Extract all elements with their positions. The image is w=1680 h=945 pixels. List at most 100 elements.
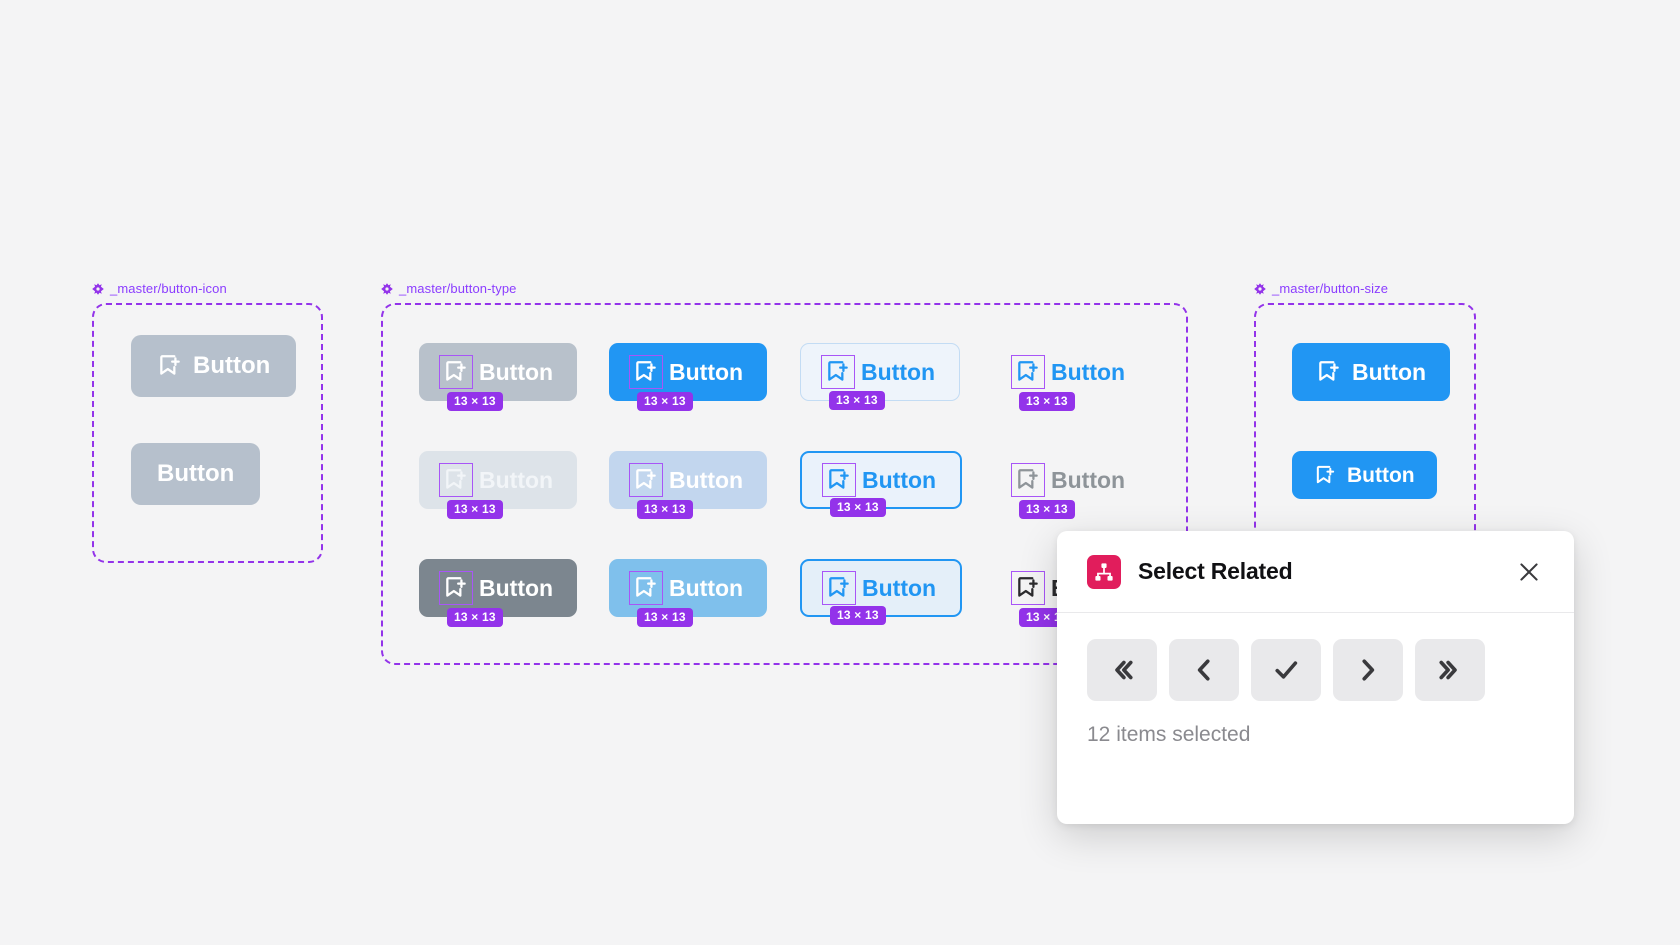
frame-label[interactable]: _master/button-icon — [92, 281, 323, 296]
bookmark-plus-icon — [439, 571, 473, 605]
last-button[interactable] — [1415, 639, 1485, 701]
bookmark-plus-icon — [1018, 361, 1038, 381]
button-variant[interactable]: Button 13 × 13 — [419, 451, 578, 519]
bookmark-plus-icon — [821, 355, 855, 389]
bookmark-plus-icon — [1011, 571, 1045, 605]
button-variant[interactable]: Button 13 × 13 — [800, 559, 963, 625]
measurement-badge: 13 × 13 — [830, 606, 886, 625]
button-label: Button — [862, 574, 937, 601]
button-variant[interactable]: Button 13 × 13 — [991, 343, 1149, 411]
button-variant[interactable]: Button 13 × 13 — [609, 559, 768, 627]
button-label: Button — [861, 358, 936, 385]
check-icon — [1275, 661, 1298, 679]
frame-outline: Button 13 × 13 Button 13 × 13 Button 13 × 13 B… — [381, 303, 1188, 665]
sitemap-badge — [1087, 554, 1121, 589]
bookmark-plus-icon — [822, 571, 856, 605]
button-label: Button — [669, 466, 744, 493]
measurement-badge: 13 × 13 — [447, 392, 503, 411]
first-button[interactable] — [1087, 639, 1157, 701]
navigation-toolbar — [1087, 639, 1544, 701]
measurement-badge: 13 × 13 — [637, 500, 693, 519]
bookmark-plus-icon — [1011, 463, 1045, 497]
close-button[interactable] — [1512, 555, 1546, 589]
bookmark-plus-icon — [446, 577, 466, 597]
button-label: Button — [479, 574, 554, 601]
button-label: Button — [1347, 463, 1415, 487]
frame-label[interactable]: _master/button-size — [1254, 281, 1476, 296]
previous-button[interactable] — [1169, 639, 1239, 701]
dialog-body — [1057, 613, 1574, 701]
frame-label-text: _master/button-type — [399, 281, 517, 296]
measurement-badge: 13 × 13 — [637, 608, 693, 627]
close-icon — [1520, 562, 1538, 581]
bookmark-plus-icon — [1316, 359, 1342, 385]
bookmark-plus-icon — [157, 353, 183, 379]
frame-label-text: _master/button-icon — [110, 281, 227, 296]
button-variant[interactable]: Button 13 × 13 — [419, 559, 578, 627]
bookmark-plus-icon — [629, 355, 663, 389]
dialog-title: Select Related — [1138, 558, 1293, 584]
bookmark-plus-icon — [446, 469, 466, 489]
button-variant[interactable]: Button 13 × 13 — [800, 451, 963, 517]
measurement-badge: 13 × 13 — [637, 392, 693, 411]
button-variant[interactable]: Button 13 × 13 — [609, 451, 768, 519]
bookmark-plus-icon — [636, 469, 656, 489]
bookmark-plus-icon — [636, 577, 656, 597]
chevron-double-right-icon — [1439, 660, 1457, 680]
button-variant[interactable]: Button — [1292, 451, 1437, 499]
bookmark-plus-icon — [629, 571, 663, 605]
button-label: Button — [479, 358, 554, 385]
bookmark-plus-icon — [1011, 355, 1045, 389]
bookmark-plus-icon — [439, 355, 473, 389]
bookmark-plus-icon — [629, 463, 663, 497]
button-label: Button — [1352, 358, 1427, 385]
dialog-header: Select Related — [1057, 531, 1574, 613]
next-button[interactable] — [1333, 639, 1403, 701]
measurement-badge: 13 × 13 — [447, 500, 503, 519]
frame-label-text: _master/button-size — [1272, 281, 1389, 296]
measurement-badge: 13 × 13 — [830, 498, 886, 517]
button-label: Button — [193, 352, 271, 379]
bookmark-plus-icon — [828, 361, 848, 381]
button-label: Button — [1051, 358, 1126, 385]
button-label: Button — [1051, 466, 1126, 493]
button-variant[interactable]: Button — [131, 335, 297, 397]
component-diamond-icon — [92, 282, 104, 295]
component-diamond-icon — [381, 282, 393, 295]
button-variant[interactable]: Button 13 × 13 — [419, 343, 578, 411]
button-label: Button — [669, 574, 744, 601]
button-label: Button — [479, 466, 554, 493]
chevron-right-icon — [1362, 659, 1375, 681]
bookmark-plus-icon — [439, 463, 473, 497]
button-label: Button — [862, 466, 937, 493]
bookmark-plus-icon — [829, 577, 849, 597]
button-variant[interactable]: Button — [1292, 343, 1451, 401]
button-variant[interactable]: Button 13 × 13 — [991, 451, 1149, 519]
bookmark-plus-icon — [1316, 465, 1335, 483]
bookmark-plus-icon — [446, 361, 466, 381]
measurement-badge: 13 × 13 — [1019, 500, 1075, 519]
bookmark-plus-icon — [1018, 469, 1038, 489]
bookmark-plus-icon — [1314, 464, 1337, 487]
measurement-badge: 13 × 13 — [447, 608, 503, 627]
measurement-badge: 13 × 13 — [1019, 392, 1075, 411]
component-diamond-icon — [1254, 282, 1266, 295]
bookmark-plus-icon — [829, 469, 849, 489]
frame-label[interactable]: _master/button-type — [381, 281, 1188, 296]
button-variant[interactable]: Button — [131, 443, 261, 505]
sitemap-icon — [1095, 562, 1113, 581]
chevron-left-icon — [1197, 659, 1210, 681]
bookmark-plus-icon — [1018, 577, 1038, 597]
button-label: Button — [157, 460, 235, 487]
confirm-button[interactable] — [1251, 639, 1321, 701]
bookmark-plus-icon — [160, 355, 180, 375]
